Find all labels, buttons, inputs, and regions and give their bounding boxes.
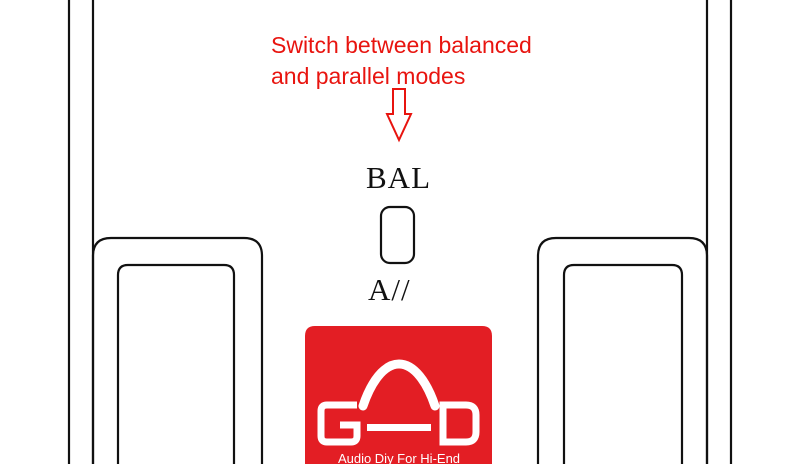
logo-arch [358, 359, 440, 411]
logo-crossbar [367, 424, 431, 431]
parallel-label: A// [368, 272, 411, 307]
gad-logo [305, 326, 492, 464]
mode-annotation: Switch between balanced and parallel mod… [271, 30, 532, 92]
arrow-down-icon [385, 88, 413, 143]
logo-letter-d [439, 401, 480, 446]
bal-label: BAL [366, 160, 431, 195]
logo-letter-g [317, 401, 361, 446]
right-connector [536, 236, 709, 464]
logo-tagline: Audio Diy For Hi-End [337, 451, 461, 466]
left-connector [91, 236, 264, 464]
annotation-line-1: Switch between balanced [271, 32, 532, 58]
mode-switch[interactable] [379, 205, 416, 265]
annotation-line-2: and parallel modes [271, 63, 466, 89]
